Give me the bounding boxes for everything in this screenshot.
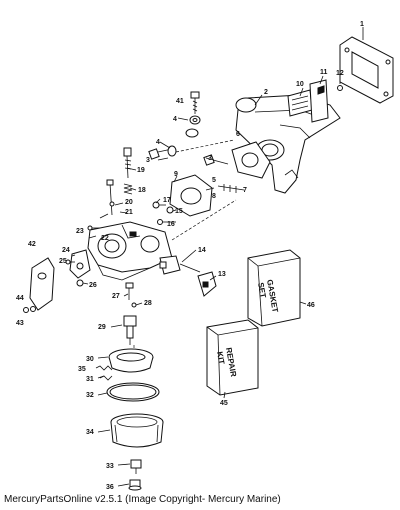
fitting-13-part[interactable]	[197, 271, 217, 297]
screw-3-part[interactable]	[148, 145, 229, 166]
reed-plate-part[interactable]	[339, 36, 394, 104]
bolt-41-part[interactable]	[190, 91, 200, 114]
callout-3a: 3	[146, 157, 150, 164]
needle-19-part[interactable]	[123, 147, 132, 179]
callout-7: 7	[243, 187, 247, 194]
callout-9: 9	[174, 171, 178, 178]
callout-42: 42	[28, 241, 36, 248]
gasket-9-part[interactable]	[169, 174, 213, 217]
callout-4a: 4	[173, 116, 177, 123]
callout-13: 13	[218, 271, 226, 278]
washer-4-part[interactable]	[185, 115, 201, 138]
spring-18-part[interactable]	[123, 183, 133, 195]
callout-44: 44	[16, 295, 24, 302]
callout-36: 36	[106, 484, 114, 491]
callout-labels: 1 2 10 11 12 41 4 4 3 3 5 9 7 8 6 19 18 …	[16, 21, 364, 491]
callout-20: 20	[125, 199, 133, 206]
callout-4b: 4	[156, 139, 160, 146]
copyright-footer: MercuryPartsOnline v2.5.1 (Image Copyrig…	[4, 494, 281, 505]
callout-27: 27	[112, 293, 120, 300]
callout-32: 32	[86, 392, 94, 399]
callout-21: 21	[125, 209, 133, 216]
gasket-ring-32-part[interactable]	[106, 382, 160, 402]
drain-plug-33-part[interactable]	[130, 459, 142, 474]
callout-34: 34	[86, 429, 94, 436]
fitting-20-part[interactable]	[87, 179, 128, 231]
stud-7-part[interactable]	[217, 184, 245, 193]
callout-28: 28	[144, 300, 152, 307]
callout-5: 5	[212, 177, 216, 184]
needle-29-part[interactable]	[123, 315, 137, 345]
callout-33: 33	[106, 463, 114, 470]
callout-43: 43	[16, 320, 24, 327]
screw-43-part[interactable]	[23, 306, 36, 313]
reed-block-part[interactable]	[287, 79, 343, 123]
callout-3b: 3	[208, 155, 212, 162]
throttle-lever-26-part[interactable]	[65, 249, 91, 287]
bracket-42-part[interactable]	[29, 257, 55, 311]
callout-10: 10	[296, 81, 304, 88]
callout-41: 41	[176, 98, 184, 105]
callout-11: 11	[320, 69, 328, 76]
callout-23: 23	[76, 228, 84, 235]
repair-kit-label-line2: KIT	[215, 351, 226, 365]
shaft-14-part[interactable]	[159, 255, 201, 275]
repair-kit-package[interactable]: REPAIR KIT	[206, 319, 259, 396]
callout-8: 8	[212, 193, 216, 200]
gasket-set-package[interactable]: GASKET SET	[247, 249, 301, 327]
callout-2: 2	[264, 89, 268, 96]
pin-27-part[interactable]	[125, 282, 134, 300]
callout-30: 30	[86, 356, 94, 363]
callout-25: 25	[59, 258, 67, 265]
callout-17: 17	[163, 197, 171, 204]
flange-6-part[interactable]	[231, 141, 271, 179]
callout-29: 29	[98, 324, 106, 331]
leader-lines	[70, 117, 307, 487]
callout-6: 6	[236, 131, 240, 138]
callout-15: 15	[175, 208, 183, 215]
float-30-part[interactable]	[108, 348, 154, 373]
plug-36-part[interactable]	[128, 479, 142, 491]
callout-26: 26	[89, 282, 97, 289]
callout-19: 19	[137, 167, 145, 174]
callout-24: 24	[62, 247, 70, 254]
callout-12: 12	[336, 70, 344, 77]
callout-31: 31	[86, 376, 94, 383]
gasket-set-label-line2: SET	[256, 282, 268, 299]
nozzle-28-part[interactable]	[131, 302, 137, 308]
carburetor-body-part[interactable]	[87, 221, 173, 281]
callout-22: 22	[101, 235, 109, 242]
fitting-17-part[interactable]	[152, 201, 174, 225]
callout-46: 46	[307, 302, 315, 309]
callout-18: 18	[138, 187, 146, 194]
callout-45: 45	[220, 400, 228, 407]
callout-14: 14	[198, 247, 206, 254]
callout-16: 16	[167, 221, 175, 228]
callout-35: 35	[78, 366, 86, 373]
float-bowl-34-part[interactable]	[110, 413, 164, 448]
callout-1: 1	[360, 21, 364, 28]
